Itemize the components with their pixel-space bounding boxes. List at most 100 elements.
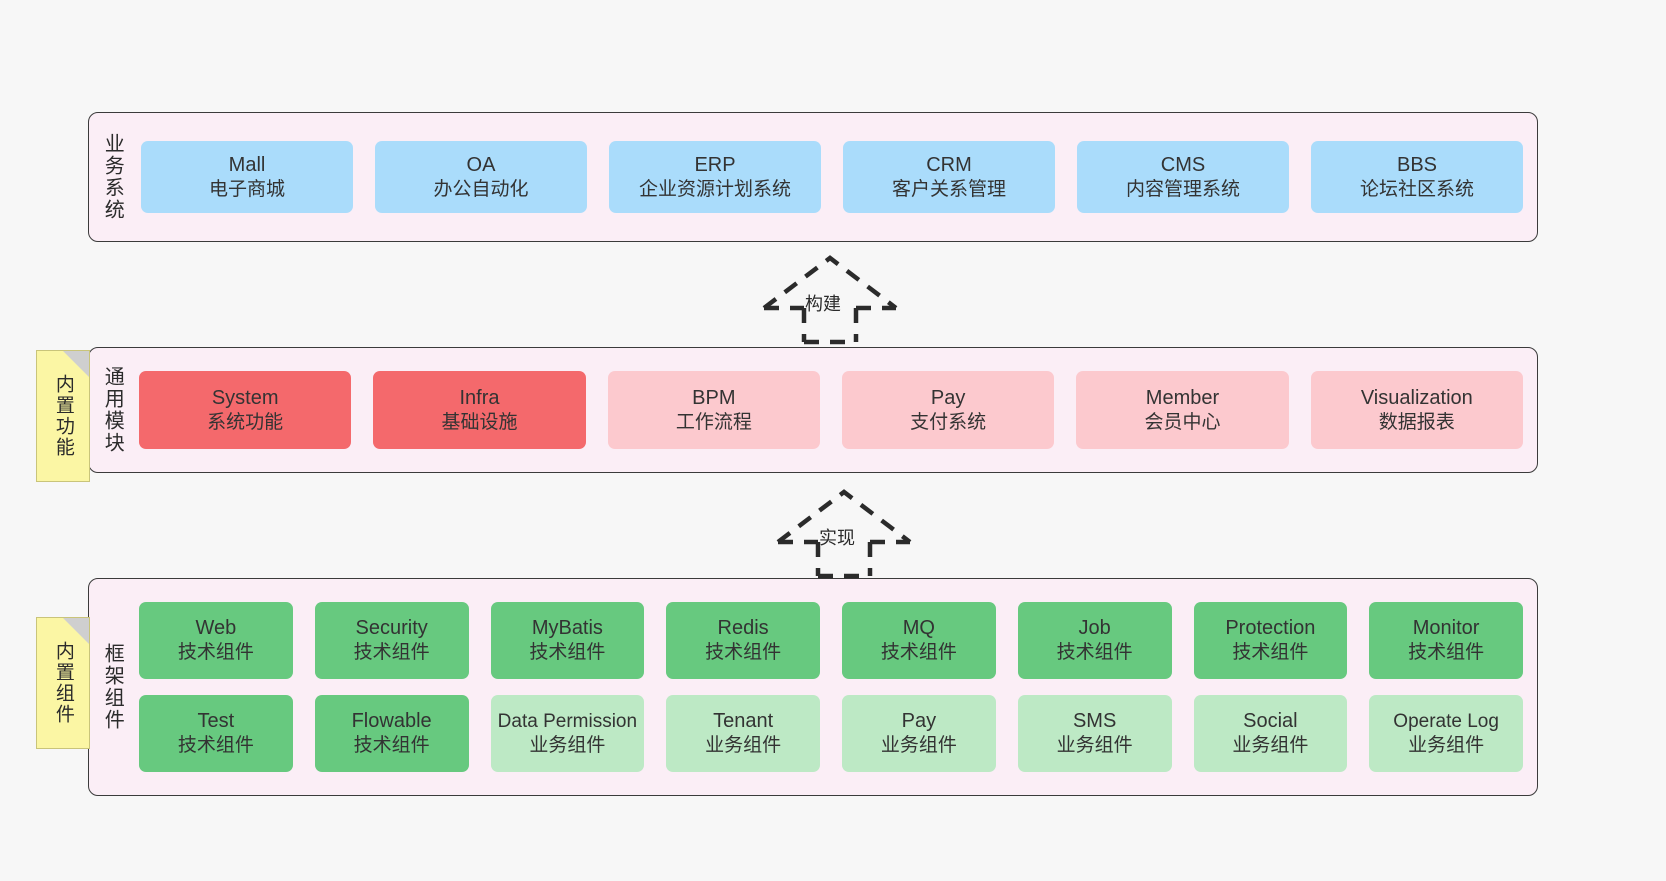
node-desc: 支付系统 bbox=[910, 411, 987, 433]
node-name: Pay bbox=[901, 710, 937, 733]
arrow-build: 构建 bbox=[756, 252, 904, 345]
node-desc: 论坛社区系统 bbox=[1359, 178, 1474, 200]
node-name: Operate Log bbox=[1393, 710, 1499, 732]
node-name: Protection bbox=[1225, 617, 1316, 640]
node-desc: 基础设施 bbox=[441, 411, 518, 433]
node-name: Mall bbox=[228, 153, 266, 176]
node-desc: 技术组件 bbox=[529, 642, 606, 664]
node-desc: 业务组件 bbox=[880, 735, 957, 757]
node-desc: 业务组件 bbox=[1408, 734, 1485, 756]
node-name: Redis bbox=[717, 617, 769, 640]
node-desc: 技术组件 bbox=[177, 735, 254, 757]
node-name: Infra bbox=[459, 386, 500, 409]
layer-title-common-module: 通用模块 bbox=[101, 366, 124, 454]
node-name: ERP bbox=[694, 153, 736, 176]
node-desc: 技术组件 bbox=[705, 642, 782, 664]
dashed-up-arrow-icon bbox=[762, 255, 898, 345]
layer-title-framework-component: 框架组件 bbox=[101, 643, 124, 731]
node-desc: 业务组件 bbox=[1232, 735, 1309, 757]
node-name: MyBatis bbox=[531, 617, 603, 640]
node-name: Test bbox=[197, 710, 235, 733]
arrow-implement: 实现 bbox=[770, 486, 918, 579]
node-name: SMS bbox=[1072, 710, 1117, 733]
node-desc: 技术组件 bbox=[1056, 642, 1133, 664]
node-name: Monitor bbox=[1412, 617, 1480, 640]
node-desc: 客户关系管理 bbox=[891, 178, 1006, 200]
node-name: BBS bbox=[1396, 153, 1438, 176]
arrow-implement-label: 实现 bbox=[819, 528, 855, 548]
node-desc: 工作流程 bbox=[675, 411, 752, 433]
node-desc: 业务组件 bbox=[1056, 735, 1133, 757]
node-name: System bbox=[211, 386, 279, 409]
node-name: OA bbox=[466, 153, 496, 176]
node-name: Visualization bbox=[1360, 386, 1473, 409]
node-name: Member bbox=[1145, 386, 1220, 409]
node-name: CMS bbox=[1160, 153, 1206, 176]
note-fold-corner-icon bbox=[63, 618, 89, 644]
node-desc: 业务组件 bbox=[705, 735, 782, 757]
node-name: Job bbox=[1078, 617, 1111, 640]
node-name: Web bbox=[195, 617, 237, 640]
layer-title-business-system: 业务系统 bbox=[101, 133, 124, 221]
node-name: BPM bbox=[692, 386, 736, 409]
node-desc: 技术组件 bbox=[1408, 642, 1485, 664]
node-desc: 技术组件 bbox=[177, 642, 254, 664]
node-desc: 电子商城 bbox=[208, 178, 285, 200]
note-builtin-components-label: 内置组件 bbox=[52, 641, 74, 725]
node-name: Pay bbox=[930, 386, 966, 409]
note-builtin-functions-label: 内置功能 bbox=[52, 374, 74, 458]
node-name: Data Permission bbox=[497, 710, 638, 732]
arrow-build-label: 构建 bbox=[805, 294, 841, 314]
node-desc: 技术组件 bbox=[1232, 642, 1309, 664]
node-desc: 数据报表 bbox=[1378, 411, 1455, 433]
node-name: CRM bbox=[926, 153, 972, 176]
node-desc: 会员中心 bbox=[1144, 411, 1221, 433]
node-desc: 企业资源计划系统 bbox=[638, 178, 791, 200]
node-name: Tenant bbox=[713, 710, 774, 733]
node-desc: 技术组件 bbox=[880, 642, 957, 664]
node-name: Security bbox=[355, 617, 428, 640]
node-desc: 技术组件 bbox=[353, 735, 430, 757]
note-fold-corner-icon bbox=[63, 351, 89, 377]
dashed-up-arrow-icon bbox=[776, 489, 912, 579]
node-name: Flowable bbox=[351, 710, 432, 733]
